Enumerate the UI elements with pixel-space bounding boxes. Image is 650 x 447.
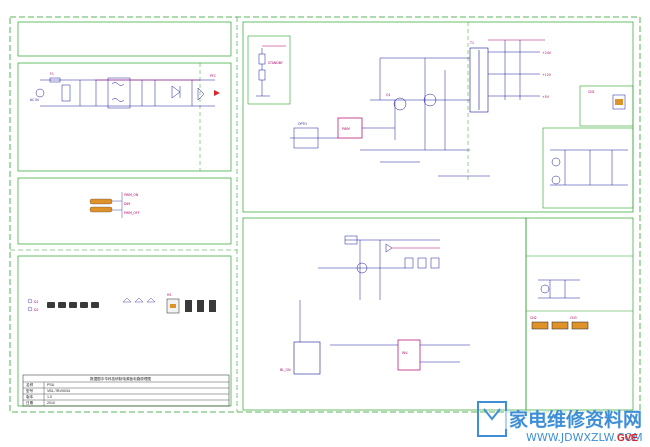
opto-label: OPTO — [298, 122, 307, 126]
secondary-wiring — [488, 40, 540, 100]
watermark-logo — [477, 401, 640, 437]
inverter-ic-label: INV — [402, 351, 408, 355]
fuse-label: F1 — [50, 72, 54, 76]
inverter-right-circuit — [538, 279, 580, 299]
watermark-site: 家电维修资料网 — [509, 408, 642, 431]
mosfet-main — [423, 93, 437, 107]
panel-output-connector — [579, 85, 634, 127]
misc-led-group — [27, 298, 33, 312]
title-row-2-value: 1.0 — [47, 395, 52, 399]
title-row-0-key: 名称 — [26, 382, 34, 387]
title-row-1-key: 型号 — [26, 388, 34, 393]
transformer-box — [469, 47, 489, 113]
title-block-title: 数据图中华科技研制电源板电路原理图 — [90, 376, 151, 381]
emi-out-label: PFC — [210, 74, 217, 78]
ac-in-label: AC IN — [30, 98, 39, 102]
panel-feedback — [542, 127, 634, 209]
pwm-signal-group — [89, 192, 123, 218]
pwm-on-label: PWM_ON — [124, 193, 139, 197]
standby-circuit — [256, 48, 270, 97]
misc-transistor-row — [122, 297, 156, 303]
title-row-2-key: 版本 — [26, 394, 34, 399]
outer-frame — [9, 16, 641, 413]
standby-label: STANDBY — [268, 61, 283, 65]
pwm-off-label: PWM_OFF — [124, 211, 140, 215]
misc-mosfet-row — [185, 300, 216, 312]
emi-output-arrow — [214, 90, 220, 96]
main-power-wiring — [290, 57, 490, 177]
inverter-ic-box — [397, 339, 421, 371]
out-24v-label: +24V — [542, 51, 552, 55]
panel-notes — [17, 21, 232, 57]
inverter-top-wiring — [299, 235, 470, 363]
output-connector-pad — [615, 99, 623, 105]
pwm-ic-label: PWM — [342, 127, 350, 131]
watermark-sub: WWW.JDWXZLW.COM — [526, 431, 643, 444]
out-5v-label: +5V — [542, 95, 550, 99]
misc-switch-row — [47, 302, 99, 308]
emi-filter-circuit — [40, 77, 215, 109]
conn2-label: CN2 — [530, 316, 537, 320]
inverter-left-ic — [293, 341, 321, 375]
panel-inverter-right — [525, 217, 634, 411]
led1-label: D1 — [34, 300, 38, 304]
feedback-circuit — [550, 149, 628, 186]
heatsink-label: HS — [167, 293, 171, 297]
switch-transistor — [393, 97, 407, 111]
panel-inverter — [242, 217, 527, 411]
panel-standby — [247, 35, 291, 105]
switch-q-label: Q1 — [386, 93, 391, 97]
title-block — [22, 374, 230, 407]
panel-pwm-signals — [17, 177, 232, 245]
out-12v-label: +12V — [542, 73, 552, 77]
conn3-label: CN3 — [570, 316, 577, 320]
output-connector — [612, 94, 626, 110]
title-row-0-value: PSU — [47, 383, 55, 387]
transformer-label: T1 — [469, 41, 474, 45]
dim-label: DIM — [124, 202, 130, 206]
conn1-label: CN1 — [588, 90, 595, 94]
title-row-1-value: VBL-TBV0034 — [47, 389, 70, 393]
title-row-3-value: 2010 — [47, 401, 55, 405]
panel-main-power — [242, 21, 634, 213]
title-row-3-key: 日期 — [26, 400, 34, 405]
bl-on-label: BL_ON — [280, 368, 291, 372]
panel-emi-filter — [17, 62, 232, 172]
led2-label: D2 — [34, 308, 38, 312]
heatsink-pad — [170, 304, 176, 308]
lamp-connectors — [531, 321, 589, 330]
inverter-caps — [404, 257, 440, 269]
ac-in-connector — [35, 88, 45, 98]
watermark-brand: GVE — [617, 433, 638, 444]
